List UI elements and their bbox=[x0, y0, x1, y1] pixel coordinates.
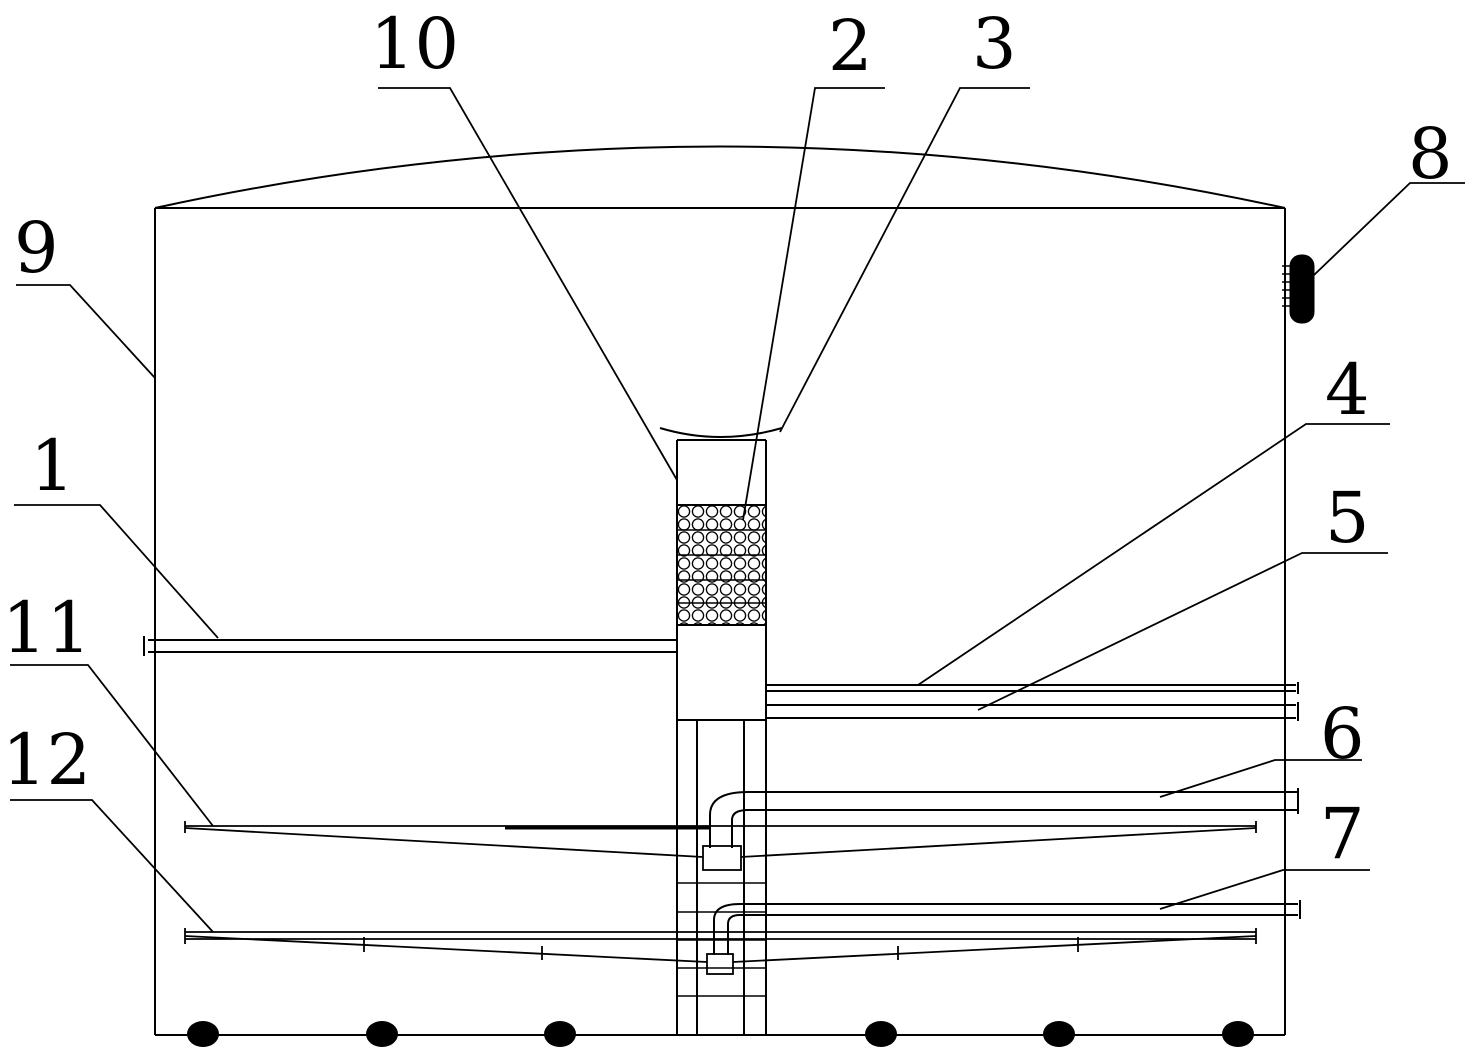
tank-roof bbox=[154, 145, 1286, 209]
label-7: 7 bbox=[1320, 793, 1365, 875]
inlet-pipe bbox=[143, 636, 677, 656]
collector-box-12 bbox=[706, 953, 734, 975]
leader-8 bbox=[1313, 182, 1465, 276]
pipe-6 bbox=[709, 788, 1299, 848]
reference-numerals: 10 2 3 8 9 1 4 5 6 7 11 12 bbox=[2, 3, 1453, 875]
pipe-7 bbox=[713, 900, 1301, 955]
label-1: 1 bbox=[30, 425, 75, 507]
label-3: 3 bbox=[972, 3, 1017, 85]
coil-component bbox=[1282, 254, 1315, 324]
support-feet bbox=[187, 1021, 1254, 1047]
leader-3 bbox=[779, 87, 1030, 433]
leader-lines bbox=[10, 87, 1465, 933]
leader-1 bbox=[14, 504, 219, 639]
support-foot bbox=[1043, 1021, 1075, 1047]
leader-4 bbox=[917, 423, 1390, 686]
outlet-pipe-5 bbox=[766, 702, 1299, 721]
tank-body bbox=[154, 145, 1286, 1036]
distributor-11 bbox=[184, 821, 1257, 871]
label-5: 5 bbox=[1325, 477, 1370, 559]
inner-pipe-rungs bbox=[677, 882, 766, 997]
label-12: 12 bbox=[2, 719, 91, 801]
leader-9 bbox=[16, 284, 156, 379]
support-foot bbox=[366, 1021, 398, 1047]
collector-box-11 bbox=[702, 845, 742, 871]
label-6: 6 bbox=[1320, 693, 1365, 775]
label-4: 4 bbox=[1325, 349, 1370, 431]
label-11: 11 bbox=[2, 587, 91, 669]
support-foot bbox=[1222, 1021, 1254, 1047]
leader-6 bbox=[1159, 759, 1362, 798]
distributor-12 bbox=[184, 928, 1257, 975]
support-foot bbox=[544, 1021, 576, 1047]
leader-11 bbox=[10, 664, 214, 827]
leader-12 bbox=[10, 799, 214, 933]
column-cap bbox=[659, 427, 783, 438]
filter-media bbox=[676, 504, 767, 626]
label-8: 8 bbox=[1408, 113, 1453, 195]
support-foot bbox=[187, 1021, 219, 1047]
label-2: 2 bbox=[828, 5, 873, 87]
label-10: 10 bbox=[370, 3, 459, 85]
label-9: 9 bbox=[14, 207, 59, 289]
leader-5 bbox=[977, 552, 1388, 711]
leader-2 bbox=[742, 87, 885, 521]
leader-10 bbox=[378, 87, 678, 481]
support-foot bbox=[865, 1021, 897, 1047]
leader-7 bbox=[1159, 869, 1370, 910]
